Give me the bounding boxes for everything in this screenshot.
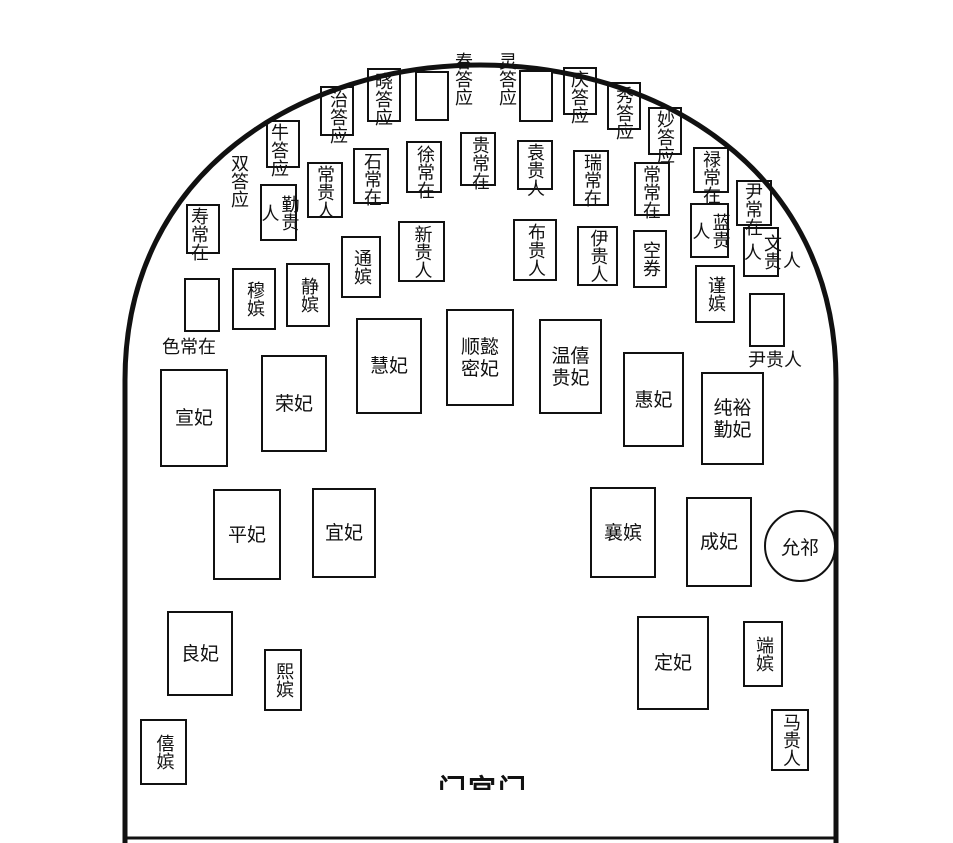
seat-ding-fei: 定妃 — [637, 616, 709, 710]
seat-ma-gui-ren: 马贵人 — [771, 709, 809, 771]
seat-xiao-da-ying: 晓答应 — [372, 72, 393, 126]
seat-shuang-da-ying: 双答应 — [228, 154, 249, 208]
seat-jin-pin: 谨嫔 — [695, 265, 735, 323]
seat-xiang-pin: 襄嫔 — [590, 487, 656, 578]
seat-wen-gui-ren: 文贵人 — [741, 227, 782, 277]
seat-kong-quan: 空券 — [633, 230, 667, 288]
seat-zhi-da-ying: 治答应 — [327, 90, 348, 144]
seat-mu-pin: 穆嫔 — [232, 268, 276, 330]
seat-rui-chang-zai: 瑞常在 — [581, 153, 602, 207]
seat-wenxi-gui-fei: 温僖贵妃 — [539, 319, 602, 414]
seat-xi-pin-2: 僖嫔 — [140, 719, 187, 785]
seat-yin-gui-ren: 尹贵人 — [748, 350, 802, 371]
seat-duan-pin: 端嫔 — [743, 621, 783, 687]
seat-gui-frame — [460, 132, 496, 186]
seat-liang-fei: 良妃 — [167, 611, 233, 696]
seat-miao-da-ying: 妙答应 — [654, 110, 675, 164]
seat-lan-gui-ren: 蓝贵人 — [690, 203, 731, 258]
seat-xiu-frame — [607, 82, 641, 130]
seat-hui-fei-2: 惠妃 — [623, 352, 684, 447]
seat-niu-da-ying: 牛答应 — [268, 123, 289, 177]
seat-rong-fei: 荣妃 — [261, 355, 327, 452]
seat-yi-gui-ren: 伊贵人 — [577, 226, 618, 286]
seat-shou-chang-zai: 寿常在 — [188, 207, 209, 261]
seat-chang-gui-ren: 常贵人 — [314, 165, 335, 219]
seat-qin-gui-ren: 勤贵人 — [259, 184, 300, 241]
seat-yuan-frame — [517, 140, 553, 190]
seat-xu-frame — [406, 141, 442, 193]
seat-changchang-frame — [634, 162, 670, 216]
seat-ping-fei: 平妃 — [213, 489, 281, 580]
seat-empty-yin — [749, 293, 785, 347]
seat-se-chang-zai: 色常在 — [162, 337, 216, 358]
seat-yi-fei: 宜妃 — [312, 488, 376, 578]
seat-hui-fei-1: 慧妃 — [356, 318, 422, 414]
seat-yunti: 允祁 — [764, 510, 836, 582]
seat-niu-frame — [266, 120, 300, 168]
wen-gui-ren-suffix: 人 — [783, 251, 801, 272]
seat-zhi-frame — [320, 86, 354, 136]
seat-chun-da-ying: 春答应 — [452, 52, 473, 106]
seat-yin-frame — [736, 180, 772, 226]
seat-jing-pin: 静嫔 — [286, 263, 330, 327]
seat-cheng-fei: 成妃 — [686, 497, 752, 587]
seat-qing-da-ying: 庆答应 — [568, 70, 589, 124]
seat-empty-se — [184, 278, 220, 332]
seat-shi-chang-zai: 石常在 — [361, 152, 382, 206]
seat-shi-frame — [353, 148, 389, 204]
seat-yuan-gui-ren: 袁贵人 — [524, 143, 545, 197]
seat-xi-pin: 熙嫔 — [264, 649, 302, 711]
seat-ling-da-ying: 灵答应 — [496, 52, 517, 106]
seat-chunyu-qin-fei: 纯裕勤妃 — [701, 372, 764, 465]
seat-yin-chang-zai: 尹常在 — [742, 182, 763, 236]
seat-chang-frame — [307, 162, 343, 218]
seat-qing-frame — [563, 67, 597, 115]
seat-xuan-fei-left: 宣妃 — [160, 369, 228, 467]
seat-empty-1 — [415, 71, 449, 121]
seat-xiu-da-ying: 秀答应 — [613, 86, 634, 140]
palace-gate-label: 门宫门 — [438, 773, 529, 806]
seat-rui-frame — [573, 150, 609, 206]
seat-xiao-frame — [367, 68, 401, 122]
seat-miao-frame — [648, 107, 682, 155]
seat-lu-frame — [693, 147, 729, 193]
seat-gui-chang-zai: 贵常在 — [469, 136, 490, 190]
seat-xin-gui-ren: 新贵人 — [398, 221, 445, 282]
seat-shou-frame — [186, 204, 220, 254]
seat-lu-chang-zai: 禄常在 — [700, 150, 721, 204]
seat-chang-chang-zai: 常常在 — [640, 165, 661, 219]
seat-shunyi-mi-fei: 顺懿密妃 — [446, 309, 514, 406]
seat-tong-pin: 通嫔 — [341, 236, 381, 298]
seat-xu-chang-zai: 徐常在 — [414, 145, 435, 199]
seat-bu-gui-ren: 布贵人 — [513, 219, 557, 281]
seat-empty-2 — [519, 70, 553, 122]
